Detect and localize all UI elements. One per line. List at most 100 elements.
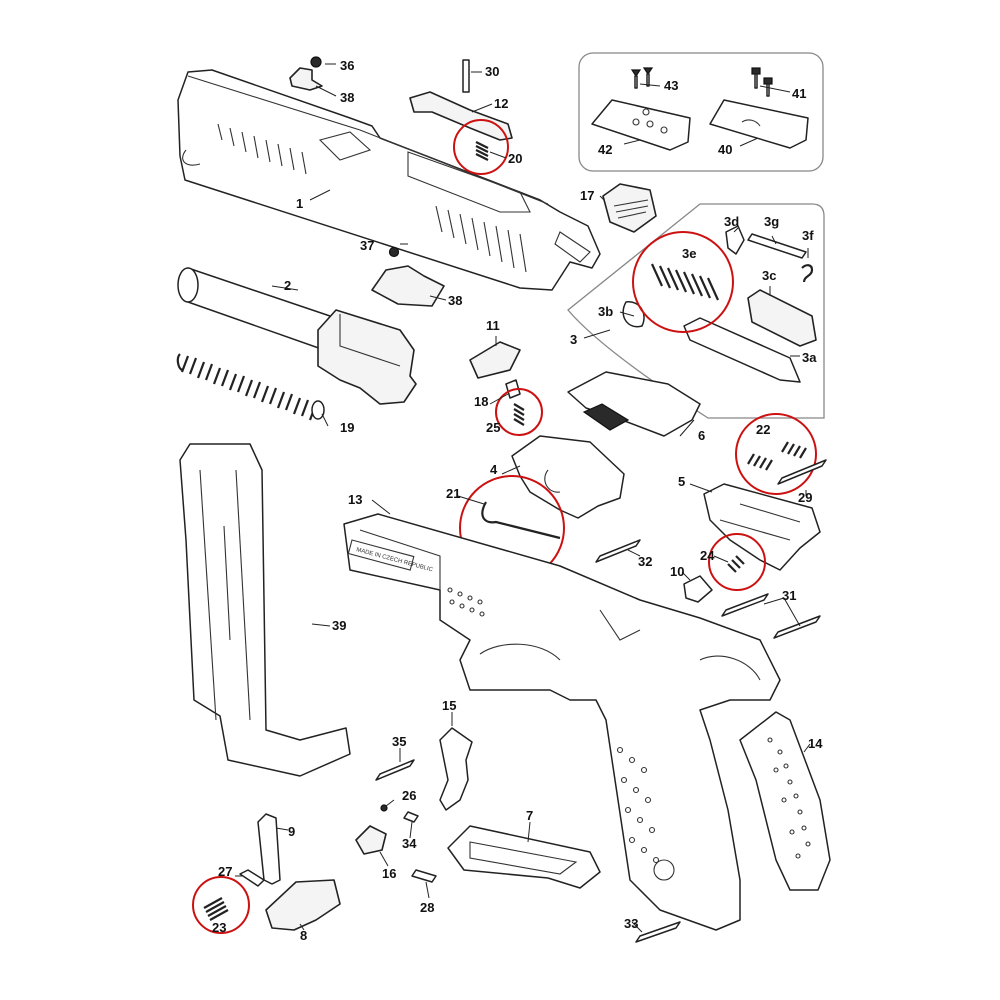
callout-24: 24 bbox=[700, 548, 715, 563]
callout-3b: 3b bbox=[598, 304, 613, 319]
callout-39: 39 bbox=[332, 618, 346, 633]
callout-22: 22 bbox=[756, 422, 770, 437]
callout-3a: 3a bbox=[802, 350, 817, 365]
trigger-spring-wire-part bbox=[481, 501, 561, 540]
callout-21: 21 bbox=[446, 486, 460, 501]
leader-lines bbox=[235, 63, 811, 933]
callout-3d: 3d bbox=[724, 214, 739, 229]
callout-5: 5 bbox=[678, 474, 685, 489]
callout-17: 17 bbox=[580, 188, 594, 203]
highlight-circle-23 bbox=[192, 876, 250, 934]
callout-16: 16 bbox=[382, 866, 396, 881]
slide-stop-part bbox=[355, 825, 387, 855]
callout-13: 13 bbox=[348, 492, 362, 507]
spring-part-23 bbox=[203, 897, 229, 921]
locking-block-details bbox=[719, 503, 801, 541]
callout-3: 3 bbox=[570, 332, 577, 347]
callout-2: 2 bbox=[284, 278, 291, 293]
callout-23: 23 bbox=[212, 920, 226, 935]
barrel-part bbox=[177, 267, 417, 405]
callout-36: 36 bbox=[340, 58, 354, 73]
callout-43: 43 bbox=[664, 78, 678, 93]
trigger-guard-insert-detail bbox=[469, 841, 578, 875]
highlight-circle-24 bbox=[708, 533, 766, 591]
callout-6: 6 bbox=[698, 428, 705, 443]
pin-part-34 bbox=[403, 811, 419, 823]
pin-part-32 bbox=[595, 539, 641, 563]
slide-cover-plate-part bbox=[602, 183, 657, 233]
callout-3g: 3g bbox=[764, 214, 779, 229]
optic-plate-40-notch bbox=[741, 119, 761, 127]
callout-37: 37 bbox=[360, 238, 374, 253]
pin-part-31a bbox=[721, 593, 769, 617]
callout-3f: 3f bbox=[802, 228, 814, 243]
callout-7: 7 bbox=[526, 808, 533, 823]
callout-27: 27 bbox=[218, 864, 232, 879]
highlight-circle-3e bbox=[632, 231, 734, 333]
callout-33: 33 bbox=[624, 916, 638, 931]
pin-part-9 bbox=[257, 813, 281, 885]
part-3d bbox=[725, 225, 745, 255]
callout-15: 15 bbox=[442, 698, 456, 713]
callout-42: 42 bbox=[598, 142, 612, 157]
part-11 bbox=[469, 341, 521, 379]
pin-part-30 bbox=[462, 59, 470, 93]
callout-8: 8 bbox=[300, 928, 307, 943]
callout-35: 35 bbox=[392, 734, 406, 749]
callout-18: 18 bbox=[474, 394, 488, 409]
highlight-circle-22 bbox=[735, 413, 817, 495]
callout-3e: 3e bbox=[682, 246, 696, 261]
callout-10: 10 bbox=[670, 564, 684, 579]
frame-part: MADE IN CZECH REPUBLIC bbox=[343, 513, 781, 931]
optic-plate-holes-42 bbox=[632, 108, 668, 134]
slide-cover-plate-serrations bbox=[613, 199, 649, 219]
callout-31: 31 bbox=[782, 588, 796, 603]
part-27 bbox=[239, 869, 265, 887]
springs-part-22 bbox=[747, 441, 807, 471]
part-26 bbox=[380, 804, 388, 812]
callout-40: 40 bbox=[718, 142, 732, 157]
trigger-part bbox=[439, 727, 473, 811]
trigger-mechanism-housing-part bbox=[511, 435, 625, 519]
grip-panel-part bbox=[739, 711, 831, 891]
part-6-pad bbox=[582, 403, 630, 431]
callout-30: 30 bbox=[485, 64, 499, 79]
optic-plate-part-42 bbox=[591, 99, 691, 151]
optic-screw-part-41 bbox=[751, 67, 773, 97]
pin-part-29 bbox=[777, 459, 827, 485]
optic-screw-part-43 bbox=[630, 67, 654, 89]
inner-recoil-spring-part-3e bbox=[650, 263, 720, 301]
part-3b bbox=[622, 301, 645, 328]
spring-clip-part-3f bbox=[801, 264, 814, 283]
rear-sight-part bbox=[371, 265, 445, 307]
spring-part-24 bbox=[727, 555, 745, 573]
front-sight-screw-part bbox=[310, 56, 322, 68]
callout-34: 34 bbox=[402, 836, 417, 851]
trigger-guard-insert-part bbox=[447, 825, 601, 889]
spring-part-25 bbox=[513, 403, 525, 426]
callout-38-front: 38 bbox=[340, 90, 354, 105]
pin-part-3g bbox=[747, 233, 807, 259]
pin-part-31b bbox=[773, 615, 821, 639]
locking-block-part bbox=[703, 483, 821, 571]
magazine-part bbox=[179, 443, 351, 777]
pin-part-33 bbox=[635, 921, 681, 943]
slide-part bbox=[177, 69, 601, 291]
callout-12: 12 bbox=[494, 96, 508, 111]
pin-part-35 bbox=[375, 759, 415, 781]
guide-rod-part-3a bbox=[683, 317, 801, 383]
callout-38-rear: 38 bbox=[448, 293, 462, 308]
callout-41: 41 bbox=[792, 86, 806, 101]
magazine-catch-part bbox=[265, 879, 341, 931]
callout-9: 9 bbox=[288, 824, 295, 839]
callout-28: 28 bbox=[420, 900, 434, 915]
callout-11: 11 bbox=[486, 318, 500, 333]
front-sight-part bbox=[289, 67, 323, 91]
callout-3c: 3c bbox=[762, 268, 776, 283]
callout-19: 19 bbox=[340, 420, 354, 435]
guide-rod-head-part-3c bbox=[747, 289, 817, 347]
recoil-spring-part bbox=[176, 353, 325, 421]
rear-sight-screw-part bbox=[388, 246, 400, 258]
callout-25: 25 bbox=[486, 420, 500, 435]
